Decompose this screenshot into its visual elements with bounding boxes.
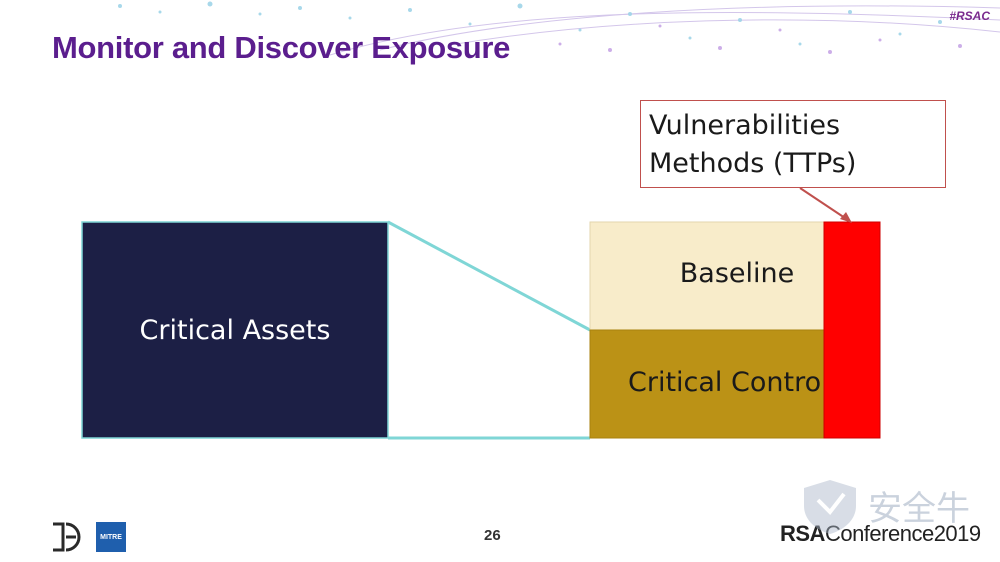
- callout-arrow: [799, 187, 849, 221]
- vulnerabilities-callout: Vulnerabilities Methods (TTPs): [640, 100, 946, 188]
- mitre-logo: MITRE: [96, 522, 126, 552]
- baseline-label: Baseline: [679, 258, 795, 289]
- watermark-text: 安全牛: [868, 489, 970, 529]
- critical-assets-label: Critical Assets: [139, 314, 331, 346]
- critical-assets-box: [81, 221, 389, 439]
- callout-line-vulnerabilities: Vulnerabilities: [649, 110, 841, 141]
- callout-arrowhead: [840, 212, 852, 223]
- rsa-conference-logo: RSAConference2019: [780, 521, 981, 547]
- rsac-hashtag: #RSAC: [949, 9, 990, 23]
- callout-line-methods: Methods (TTPs): [649, 148, 857, 179]
- footer-logos: MITRE: [50, 520, 126, 554]
- critical-controls-label: Critical Contro: [628, 367, 822, 398]
- partner-logo-icon: [53, 522, 81, 552]
- vulnerability-bar: [823, 221, 881, 439]
- decorative-dots-banner: [118, 1, 1000, 56]
- critical-controls-box: [589, 329, 825, 439]
- rsa-brand-bold: RSA: [780, 521, 825, 546]
- rsa-brand-rest: Conference2019: [824, 521, 981, 546]
- watermark-shield-icon: 安全牛: [804, 480, 970, 534]
- slide-title: Monitor and Discover Exposure: [52, 30, 511, 65]
- baseline-box: [589, 221, 825, 331]
- page-number: 26: [484, 527, 501, 544]
- connector-top: [387, 220, 591, 332]
